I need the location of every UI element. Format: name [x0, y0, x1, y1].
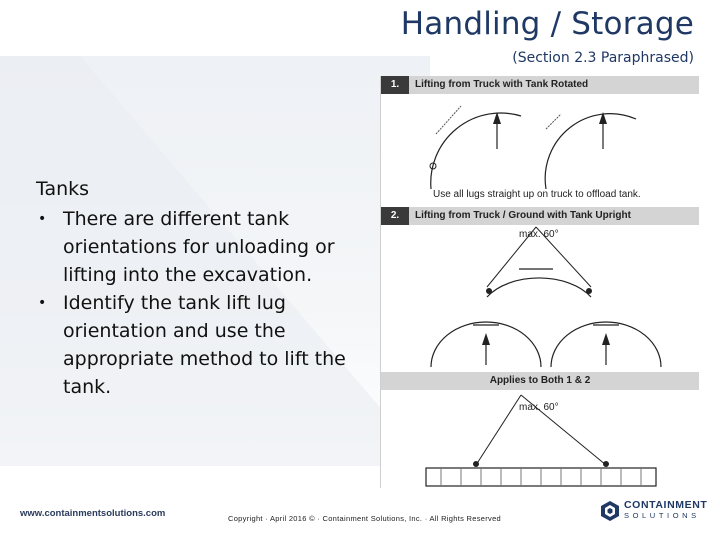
page-subtitle: (Section 2.3 Paraphrased): [512, 50, 694, 66]
step2-bar: 2. Lifting from Truck / Ground with Tank…: [381, 207, 699, 225]
lifting-figure: 1. Lifting from Truck with Tank Rotated …: [380, 76, 699, 488]
footer-url: www.containmentsolutions.com: [20, 508, 166, 519]
company-logo: CONTAINMENT SOLUTIONS: [600, 498, 710, 524]
bullet-icon: •: [38, 211, 47, 227]
step2-number: 2.: [381, 207, 409, 225]
bullet-list: • There are different tank orientations f…: [36, 205, 376, 401]
step1-label: Lifting from Truck with Tank Rotated: [415, 79, 589, 90]
step1-caption: Use all lugs straight up on truck to off…: [433, 189, 641, 200]
bullet-item: • There are different tank orientations f…: [36, 205, 376, 289]
logo-line1: CONTAINMENT: [624, 499, 708, 511]
step1-number: 1.: [381, 76, 409, 94]
footer-copyright: Copyright · April 2016 © · Containment S…: [228, 514, 502, 523]
section-heading: Tanks: [36, 178, 90, 200]
bullet-icon: •: [38, 295, 47, 311]
step3-label: Applies to Both 1 & 2: [489, 375, 591, 386]
step2-diagram: [430, 226, 662, 368]
bullet-text: There are different tank orientations fo…: [63, 208, 335, 286]
step3-angle-label: max. 60°: [519, 402, 559, 413]
step1-bar: 1. Lifting from Truck with Tank Rotated: [381, 76, 699, 94]
step2-angle-label: max. 60°: [519, 229, 559, 240]
bullet-item: • Identify the tank lift lug orientation …: [36, 289, 376, 401]
step3-bar: Applies to Both 1 & 2: [381, 372, 699, 390]
step1-diagram: [429, 105, 637, 189]
background-diagonal: [0, 56, 430, 466]
bullet-text: Identify the tank lift lug orientation a…: [63, 292, 346, 398]
page-title: Handling / Storage: [400, 6, 694, 42]
step3-diagram: [425, 394, 657, 487]
logo-line2: SOLUTIONS: [624, 511, 700, 520]
body-text: Tanks • There are different tank orientat…: [36, 175, 376, 401]
logo-mark-icon: [601, 501, 619, 521]
step2-label: Lifting from Truck / Ground with Tank Up…: [415, 210, 631, 221]
